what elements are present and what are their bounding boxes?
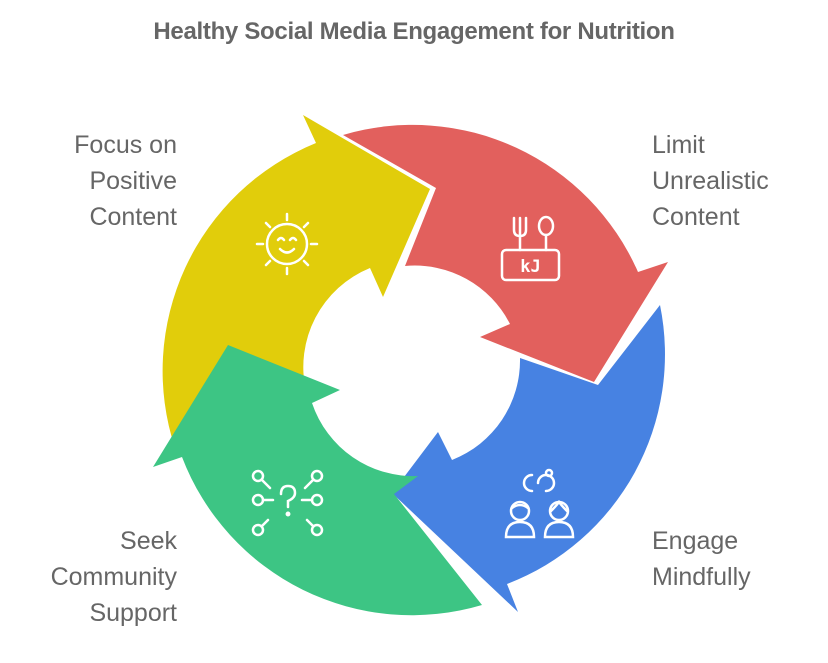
- label-line: Content: [652, 203, 740, 231]
- label-line: Mindfully: [652, 563, 751, 591]
- label-seek-community: Seek Community Support: [51, 523, 177, 631]
- label-focus-positive: Focus on Positive Content: [74, 127, 177, 235]
- kilojoule-food-icon: kJ: [500, 215, 561, 282]
- label-limit-unrealistic: Limit Unrealistic Content: [652, 127, 769, 235]
- label-line: Limit: [652, 131, 705, 159]
- label-engage-mindfully: Engage Mindfully: [652, 523, 751, 595]
- label-line: Support: [89, 599, 177, 627]
- label-line: Focus on: [74, 131, 177, 159]
- label-line: Seek: [120, 527, 177, 555]
- people-connection-icon: [504, 468, 575, 539]
- label-line: Engage: [652, 527, 739, 555]
- smiling-sun-icon: [255, 212, 319, 276]
- arrow-limit-unrealistic: [343, 124, 668, 382]
- label-line: Positive: [89, 167, 177, 195]
- label-line: Content: [89, 203, 177, 231]
- label-line: Community: [50, 563, 177, 591]
- label-line: Unrealistic: [652, 167, 769, 195]
- question-network-icon: [251, 469, 324, 537]
- svg-text:kJ: kJ: [520, 257, 540, 277]
- arrow-engage-mindfully: [392, 305, 665, 612]
- diagram-title: Healthy Social Media Engagement for Nutr…: [153, 18, 675, 45]
